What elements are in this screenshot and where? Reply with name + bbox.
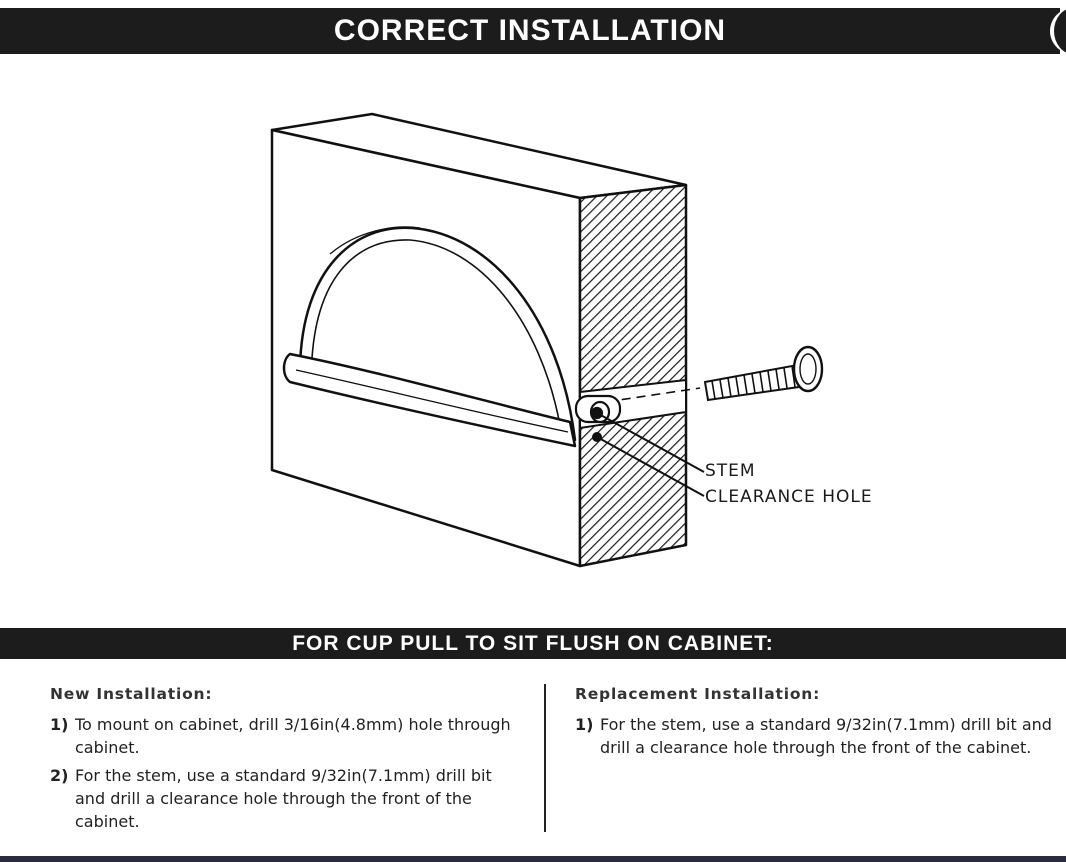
list-item: 1) For the stem, use a standard 9/32in(7… bbox=[575, 713, 1055, 759]
cabinet-section-face bbox=[578, 183, 688, 568]
cup-pull bbox=[282, 226, 577, 448]
cup-pull-flange bbox=[282, 352, 577, 448]
installation-diagram: STEM CLEARANCE HOLE bbox=[270, 112, 873, 568]
callout-leaders bbox=[596, 412, 705, 497]
new-installation-section: New Installation: 1) To mount on cabinet… bbox=[50, 683, 520, 838]
screw bbox=[703, 345, 824, 402]
new-installation-heading: New Installation: bbox=[50, 685, 213, 703]
title-banner: CORRECT INSTALLATION bbox=[0, 8, 1060, 54]
step-number: 1) bbox=[575, 715, 594, 734]
step-number: 1) bbox=[50, 715, 69, 734]
section-banner: FOR CUP PULL TO SIT FLUSH ON CABINET: bbox=[0, 628, 1066, 659]
step-text: To mount on cabinet, drill 3/16in(4.8mm)… bbox=[75, 715, 511, 757]
clearance-hole-label: CLEARANCE HOLE bbox=[705, 487, 873, 507]
column-divider bbox=[544, 684, 546, 832]
bottom-border bbox=[0, 856, 1066, 862]
step-text: For the stem, use a standard 9/32in(7.1m… bbox=[75, 766, 492, 831]
replacement-installation-section: Replacement Installation: 1) For the ste… bbox=[575, 683, 1055, 764]
list-item: 2) For the stem, use a standard 9/32in(7… bbox=[50, 764, 520, 833]
section-title: FOR CUP PULL TO SIT FLUSH ON CABINET: bbox=[292, 631, 774, 655]
page-title: CORRECT INSTALLATION bbox=[333, 14, 727, 47]
step-number: 2) bbox=[50, 766, 69, 785]
replacement-installation-heading: Replacement Installation: bbox=[575, 685, 821, 703]
title-banner-cap bbox=[1050, 8, 1066, 54]
stem-label: STEM bbox=[705, 461, 756, 481]
step-text: For the stem, use a standard 9/32in(7.1m… bbox=[600, 715, 1052, 757]
list-item: 1) To mount on cabinet, drill 3/16in(4.8… bbox=[50, 713, 520, 759]
